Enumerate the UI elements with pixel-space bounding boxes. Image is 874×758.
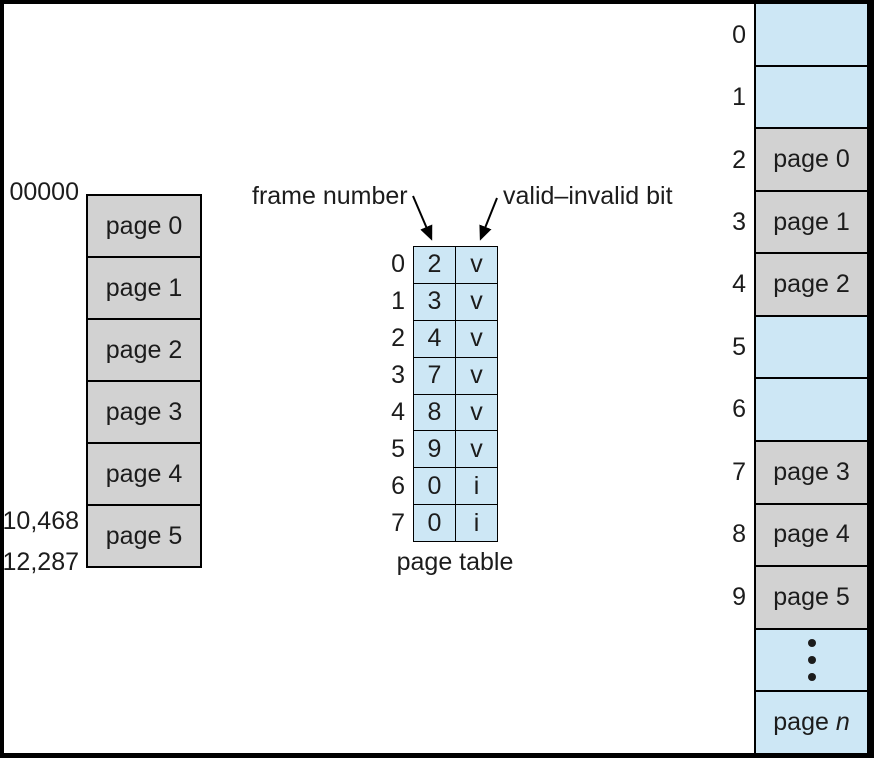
page-table-index: 6 — [391, 472, 405, 500]
valid-bit-cell: v — [456, 283, 497, 320]
frame-index-label: 9 — [732, 582, 746, 611]
address-label-end: 12,287 — [2, 548, 79, 576]
frame-number-cell: 3 — [414, 283, 456, 320]
page-table-index: 2 — [391, 324, 405, 352]
ellipsis-dots — [807, 639, 816, 682]
logical-page-label: page 4 — [105, 459, 183, 488]
valid-bit-cell: v — [456, 394, 497, 431]
address-label-page5-start: 10,468 — [2, 507, 79, 535]
physical-frame-cell — [756, 377, 867, 441]
logical-page-cell: page 4 — [88, 442, 200, 504]
page-n-italic: n — [835, 708, 850, 737]
ellipsis-dot — [807, 673, 816, 682]
physical-frame-label: page 3 — [773, 457, 850, 486]
logical-page-label: page 0 — [105, 211, 183, 240]
frame-index-label — [694, 628, 746, 690]
frame-index-label: 2 — [732, 145, 746, 174]
physical-frame-cell: page n — [756, 690, 867, 753]
frame-index-label: 8 — [732, 520, 746, 549]
physical-frame-cell: page 5 — [756, 565, 867, 628]
frame-number-label: frame number — [252, 182, 408, 210]
page-table-index: 4 — [391, 398, 405, 426]
physical-frame-cell — [756, 314, 867, 378]
physical-frame-cell: page 4 — [756, 502, 867, 566]
page-table-indices: 0 1 2 3 4 5 6 7 — [338, 246, 405, 542]
frame-number-cell: 4 — [414, 320, 456, 357]
page-table-index: 3 — [391, 361, 405, 389]
physical-frame-label: page n — [773, 708, 849, 737]
physical-frame-cell: page 0 — [756, 127, 867, 190]
valid-bit-cell: v — [456, 357, 497, 394]
logical-page-cell: page 5 — [88, 504, 200, 566]
frame-index-label: 7 — [732, 457, 746, 486]
frame-index-label: 3 — [732, 207, 746, 236]
frame-index-label — [694, 691, 746, 753]
logical-page-label: page 5 — [105, 521, 183, 550]
page-table-index: 1 — [391, 287, 405, 315]
logical-page-label: page 2 — [105, 335, 183, 364]
logical-page-label: page 1 — [105, 273, 183, 302]
physical-memory-stack: page 0 page 1 page 2 page 3 page 4 page 5 page… — [754, 4, 869, 753]
page-table-index: 0 — [391, 250, 405, 278]
frame-number-arrow — [412, 195, 433, 241]
page-table-index: 5 — [391, 435, 405, 463]
valid-invalid-bit-label: valid–invalid bit — [503, 182, 673, 210]
logical-page-cell: page 1 — [88, 256, 200, 318]
frame-number-cell: 0 — [414, 505, 456, 541]
valid-bit-cell: i — [456, 468, 497, 505]
page-table-caption: page table — [396, 548, 514, 576]
frame-index-label: 5 — [732, 332, 746, 361]
ellipsis-dot — [807, 639, 816, 648]
logical-page-cell: page 0 — [88, 196, 200, 256]
physical-frame-indices: 0 1 2 3 4 5 6 7 8 9 — [694, 4, 746, 753]
physical-frame-label: page 4 — [773, 520, 850, 549]
logical-page-cell: page 2 — [88, 318, 200, 380]
physical-frame-cell — [756, 64, 867, 128]
physical-frame-cell: page 3 — [756, 440, 867, 503]
frame-number-cell: 2 — [414, 247, 456, 283]
page-table-index: 7 — [391, 509, 405, 537]
address-label-top: 00000 — [9, 178, 79, 206]
valid-bit-cell: v — [456, 320, 497, 357]
logical-page-cell: page 3 — [88, 380, 200, 442]
physical-frame-label: page 5 — [773, 582, 850, 611]
physical-frame-cell: page 1 — [756, 189, 867, 253]
valid-invalid-arrow — [479, 197, 498, 241]
physical-frame-label: page 2 — [773, 270, 850, 299]
frame-number-cell: 8 — [414, 394, 456, 431]
frame-index-label: 0 — [732, 20, 746, 49]
valid-bit-cell: v — [456, 431, 497, 468]
physical-frame-label: page 1 — [773, 207, 850, 236]
logical-page-label: page 3 — [105, 397, 183, 426]
physical-frame-cell — [756, 4, 867, 65]
frame-number-cell: 9 — [414, 431, 456, 468]
frame-index-label: 4 — [732, 270, 746, 299]
frame-index-label: 6 — [732, 395, 746, 424]
physical-frame-label: page 0 — [773, 144, 850, 173]
page-n-text: page — [773, 708, 836, 737]
frame-number-cell: 0 — [414, 468, 456, 505]
ellipsis-dot — [807, 656, 816, 665]
frame-number-cell: 7 — [414, 357, 456, 394]
logical-memory-stack: page 0 page 1 page 2 page 3 page 4 page 5 — [86, 194, 202, 568]
physical-frame-cell: page 2 — [756, 252, 867, 315]
valid-bit-cell: v — [456, 247, 497, 283]
valid-bit-cell: i — [456, 505, 497, 541]
frame-index-label: 1 — [732, 83, 746, 112]
physical-frame-cell — [756, 627, 867, 691]
